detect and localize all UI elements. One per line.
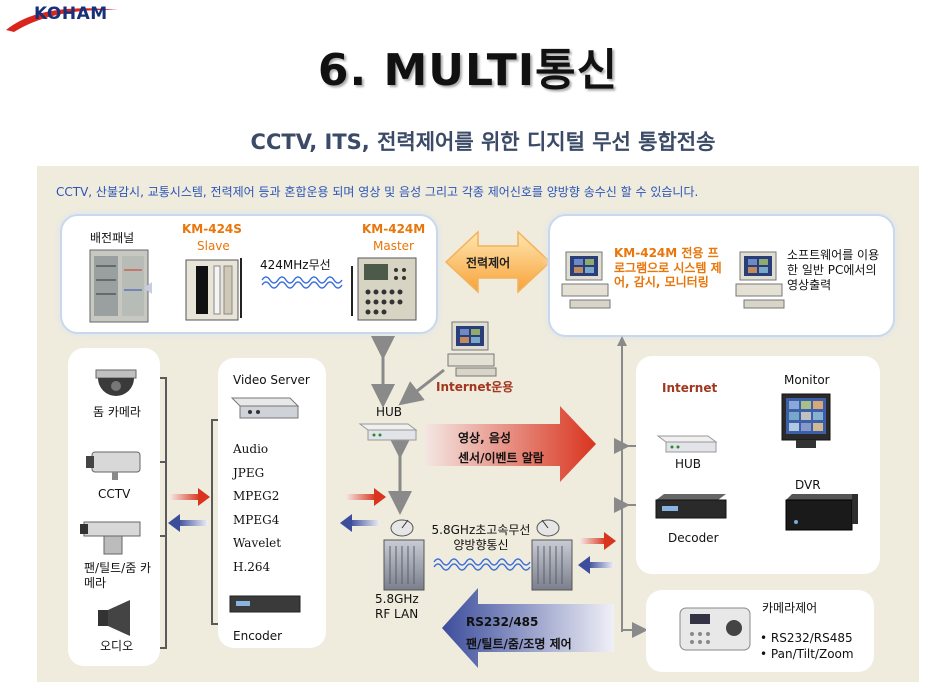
codec-item: MPEG4 — [233, 512, 280, 527]
monitor-label: Monitor — [784, 373, 830, 387]
logo-swoosh-icon — [6, 8, 118, 32]
internet-use-label: Internet운용 — [436, 380, 514, 394]
dvr-icon — [785, 494, 858, 531]
radio-wave-icon — [433, 558, 531, 571]
software-text: 소프트웨어를 이용한 일반 PC에서의 영상출력 — [787, 248, 880, 292]
camera-control-list: • RS232/RS485 • Pan/Tilt/Zoom — [760, 630, 854, 662]
hub-right-icon — [656, 435, 718, 453]
ptz-camera-icon — [80, 521, 141, 555]
list-item: • Pan/Tilt/Zoom — [760, 647, 854, 661]
receiver-group — [636, 356, 880, 574]
arrow-right-text: 영상, 음성 센서/이벤트 알람 — [458, 428, 544, 468]
cctv-camera-icon — [86, 451, 141, 480]
master-model: KM-424M — [362, 222, 426, 236]
link-label: 5.8GHz초고속무선 양방향통신 — [428, 523, 534, 553]
codec-item: Wavelet — [233, 536, 282, 550]
hub-right-label: HUB — [675, 457, 702, 471]
link-label-line2: 양방향통신 — [453, 538, 509, 552]
list-item: • RS232/RS485 — [760, 631, 853, 645]
radio-wave-icon — [261, 276, 343, 289]
dvr-label: DVR — [795, 478, 821, 492]
program-text: KM-424M 전용 프로그램으로 시스템 제어, 감시, 모니터링 — [614, 246, 722, 289]
master-label: Master — [373, 239, 414, 253]
pc-icon — [735, 251, 785, 309]
codec-list: Audio JPEG MPEG2 MPEG4 Wavelet H.264 — [233, 438, 281, 579]
arrow-right-icon — [580, 532, 616, 550]
arrow-left-line2: 팬/틸트/줌/조명 제어 — [466, 637, 572, 651]
arrow-left-text: RS232/485 팬/틸트/줌/조명 제어 — [466, 611, 572, 655]
arrow-left-icon — [340, 514, 380, 532]
wireless-label: 424MHz무선 — [260, 258, 331, 272]
slave-unit-icon — [185, 258, 242, 321]
encoder-icon — [229, 595, 301, 613]
description: CCTV, 산불감시, 교통시스템, 전력제어 등과 혼합운용 되며 영상 및 … — [56, 185, 699, 199]
dome-camera-icon — [95, 369, 137, 396]
camera-control-title: 카메라제어 — [762, 601, 818, 615]
cctv-label: CCTV — [98, 487, 131, 501]
monitor-icon — [781, 393, 831, 448]
video-server-title: Video Server — [233, 373, 310, 387]
codec-item: Audio — [233, 442, 269, 456]
rf-lan-right-icon — [531, 519, 573, 591]
slave-label: Slave — [197, 239, 230, 253]
arrow-left-line1: RS232/485 — [466, 615, 539, 629]
encoder-label: Encoder — [233, 629, 283, 643]
decoder-label: Decoder — [668, 531, 719, 545]
speaker-icon — [98, 600, 130, 636]
power-control-label: 전력제어 — [466, 256, 511, 270]
logo: KOHAM — [34, 4, 108, 24]
rf-lan-left-icon — [383, 519, 425, 591]
arrow-left-icon — [168, 514, 208, 532]
master-unit-icon — [351, 257, 417, 321]
codec-item: H.264 — [233, 559, 271, 574]
panel-label: 배전패널 — [90, 231, 135, 245]
codec-item: JPEG — [233, 465, 265, 480]
video-server-icon — [230, 397, 300, 419]
link-label-line1: 5.8GHz초고속무선 — [431, 523, 531, 537]
page-title: 6. MULTI통신 — [317, 45, 619, 96]
arrow-right-icon — [346, 488, 386, 506]
rf-lan-line1: 5.8GHz — [375, 592, 419, 606]
ptz-camera-label: 팬/틸트/줌 카메라 — [84, 561, 152, 590]
internet-label: Internet — [662, 381, 718, 395]
rf-lan-label: 5.8GHz RF LAN — [375, 592, 419, 622]
arrow-right-line1: 영상, 음성 — [458, 431, 511, 445]
arrow-right-icon — [170, 488, 210, 506]
page-subtitle: CCTV, ITS, 전력제어를 위한 디지털 무선 통합전송 — [250, 130, 716, 154]
rf-lan-line2: RF LAN — [375, 607, 419, 621]
pc-icon — [561, 251, 611, 309]
hub-left-label: HUB — [376, 405, 403, 419]
dome-camera-label: 돔 카메라 — [93, 405, 141, 419]
arrow-right-line2: 센서/이벤트 알람 — [458, 451, 544, 465]
arrow-left-icon — [578, 556, 614, 574]
distribution-panel-icon — [89, 249, 149, 323]
slave-model: KM-424S — [182, 222, 242, 236]
decoder-icon — [655, 494, 727, 519]
codec-item: MPEG2 — [233, 489, 280, 503]
audio-label: 오디오 — [100, 639, 134, 653]
monitoring-box — [548, 214, 895, 337]
